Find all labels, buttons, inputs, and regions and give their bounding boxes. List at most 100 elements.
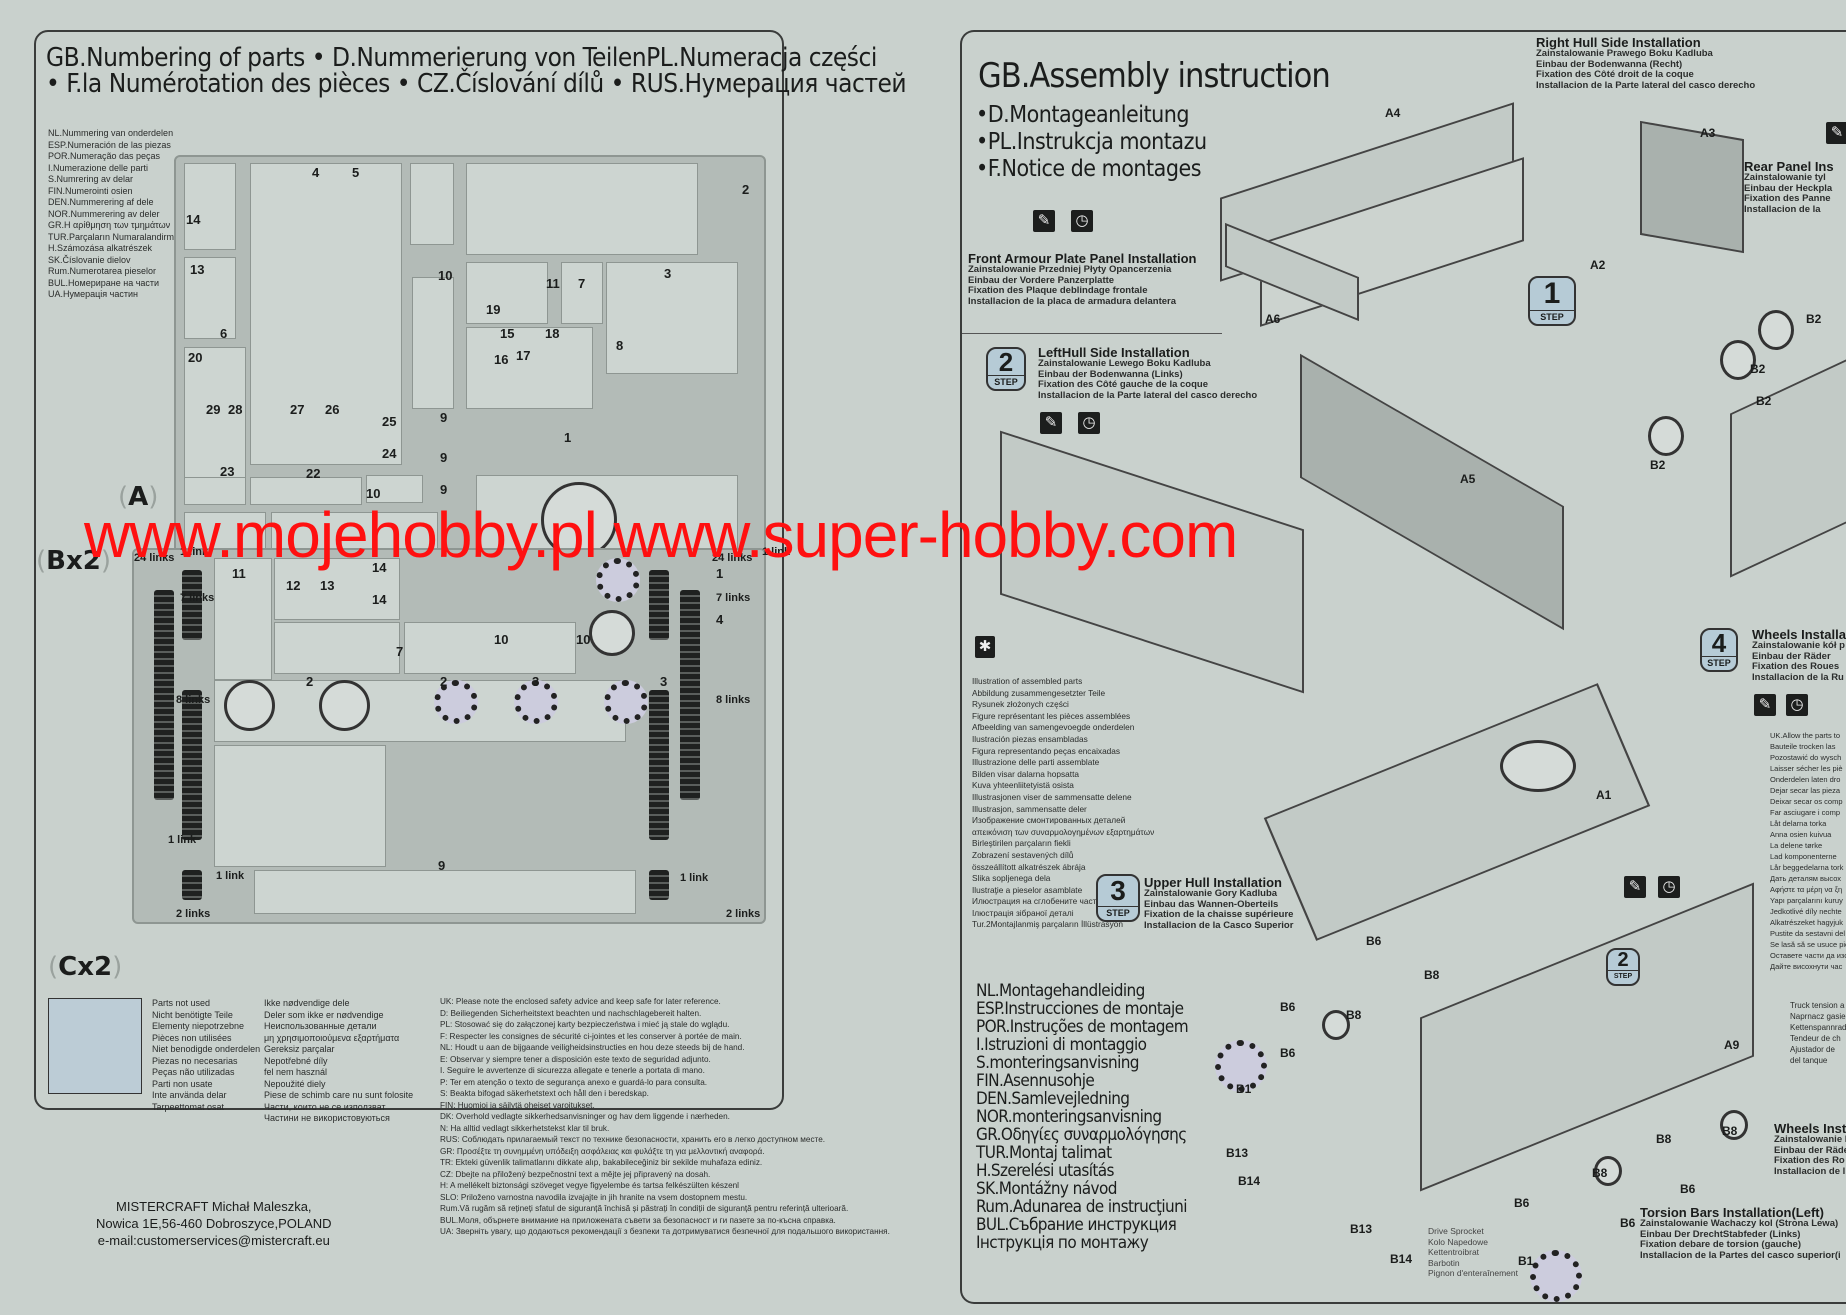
text-line: ESP.Instrucciones de montaje xyxy=(976,999,1184,1019)
sprue-c-clear-part xyxy=(48,998,142,1094)
text-line: Части, които не се използват xyxy=(264,1101,386,1112)
language-item: NL.Nummering van onderdelen xyxy=(48,128,174,138)
text-line: 3 xyxy=(1110,875,1126,906)
text-line: Dejar secar las pieza xyxy=(1770,786,1841,795)
safety-notes: UK: Please note the enclosed safety advi… xyxy=(440,996,890,1238)
part-label: B8 xyxy=(1592,1166,1608,1180)
text-line: Drive Sprocket xyxy=(1428,1226,1484,1236)
text-line: Pignon d'enteraînement xyxy=(1428,1268,1518,1278)
text-line: Дать деталям высох xyxy=(1770,874,1842,883)
text-line: Pustite da sestavni del xyxy=(1770,929,1846,938)
language-item: H.Számozása alkatrészek xyxy=(48,243,153,253)
glue-icon: ✎ xyxy=(1040,412,1062,434)
text-line: NL: Houdt u aan de bijgaande veiligheids… xyxy=(440,1043,745,1052)
part-label: B2 xyxy=(1650,458,1666,472)
text-line: Nowica 1E,56-460 Dobroszyce,POLAND xyxy=(96,1216,332,1231)
part-number: 6 xyxy=(220,326,228,341)
text-line: Bauteile trocken las xyxy=(1770,742,1836,751)
part-number: 14 xyxy=(372,592,387,607)
text-line: Kettenspannrad xyxy=(1790,1023,1846,1032)
part-number: 9 xyxy=(438,858,446,873)
part-label: B6 xyxy=(1280,1046,1296,1060)
part-number: 11 xyxy=(232,566,246,581)
text-line: Дайте висохнути час xyxy=(1770,962,1843,971)
part-number: 17 xyxy=(516,348,531,363)
right-hull-text: Right Hull Side Installation Zainstalowa… xyxy=(1536,36,1755,91)
text-line: NOR.monteringsanvisning xyxy=(976,1107,1162,1127)
text-line: •D.Montageanleitung xyxy=(976,102,1190,128)
text-line: POR.Instruções de montagem xyxy=(976,1017,1189,1037)
part-label: B2 xyxy=(1750,362,1766,376)
glue-icon: ✎ xyxy=(1754,694,1776,716)
part-number: 23 xyxy=(220,464,235,479)
text-line: I.Istruzioni di montaggio xyxy=(976,1035,1147,1055)
links-label: 1 link xyxy=(762,546,791,558)
text-line: Front Armour Plate Panel Installation xyxy=(968,251,1197,266)
text-line: Bx2 xyxy=(46,546,101,576)
text-line: Частини не використовуються xyxy=(264,1113,390,1123)
text-line: Изображение смонтированных деталей xyxy=(972,815,1126,826)
part-number: 5 xyxy=(352,165,360,180)
language-item: UA.Нумерація частин xyxy=(48,289,138,299)
links-label: 2 links xyxy=(726,908,761,920)
parts-title-line1: GB.Numbering of parts • D.Nummerierung v… xyxy=(46,43,877,73)
parts-numbering-panel xyxy=(34,30,784,1110)
part-number: 13 xyxy=(190,262,205,277)
part-number: 3 xyxy=(532,674,540,689)
text-line: La delene tørke xyxy=(1770,841,1823,850)
part-label: B13 xyxy=(1350,1222,1373,1236)
part-number: 7 xyxy=(578,276,586,291)
text-line: Fixation des Ro xyxy=(1774,1155,1845,1166)
text-line: Tur.2Montajlanmiş parçaların İllüstrasyo… xyxy=(972,919,1123,930)
text-line: Inte använda delar xyxy=(152,1090,227,1100)
part-number: 13 xyxy=(320,578,335,593)
text-line: Einbau Der DrechtStabfeder (Links) xyxy=(1640,1228,1801,1240)
part-label: B6 xyxy=(1366,934,1382,948)
text-line: Nicht benötigte Teile xyxy=(152,1009,233,1020)
torsion-bars-text: Torsion Bars Installation(Left) Zainstal… xyxy=(1640,1206,1841,1261)
text-line: Zainstalowanie kół p xyxy=(1752,640,1845,651)
text-line: Niet benodigde onderdelen xyxy=(152,1044,261,1054)
part-label: B2 xyxy=(1806,312,1822,326)
part-number: 9 xyxy=(440,450,448,465)
text-line: Illustrazione delle parti assemblate xyxy=(972,757,1100,768)
part-number: 1 xyxy=(564,430,572,445)
text-line: STEP xyxy=(988,375,1024,388)
part-number: 2 xyxy=(742,182,750,197)
text-line: Ajustador de xyxy=(1790,1045,1835,1054)
text-line: Илюстрация на сглобените части xyxy=(972,896,1102,907)
text-line: Einbau das Wannen-Oberteils xyxy=(1144,898,1279,910)
text-line: Zainstalowanie k xyxy=(1774,1134,1846,1145)
part-number: 22 xyxy=(306,466,321,481)
text-line: BUL.Моля, обърнете внимание на приложена… xyxy=(440,1215,836,1225)
part-number: 27 xyxy=(290,402,305,417)
assembled-parts-icon: ✱ xyxy=(975,636,995,658)
text-line: D: Beiliegenden Sicherheitstext beachten… xyxy=(440,1008,702,1018)
text-line: Upper Hull Installation xyxy=(1144,875,1282,890)
text-line: Slika sopljenega dela xyxy=(972,873,1051,884)
part-number: 25 xyxy=(382,414,397,429)
part-number: 7 xyxy=(396,644,404,659)
part-label: B1 xyxy=(1236,1082,1252,1096)
text-line: LeftHull Side Installation xyxy=(1038,345,1190,360)
text-line: Cx2 xyxy=(58,952,113,982)
text-line: Wheels Insta xyxy=(1774,1121,1846,1136)
divider-line xyxy=(962,333,1222,334)
part-number: 15 xyxy=(500,326,515,341)
part-number: 1 xyxy=(716,566,724,581)
text-line: Zainstalowanie Prawego Boku Kadluba xyxy=(1536,48,1713,59)
part-number: 4 xyxy=(716,612,724,627)
text-line: Αφήστε τα μέρη να ξη xyxy=(1770,885,1843,894)
text-line: Anna osien kuivua xyxy=(1770,830,1832,839)
text-line: Kettentroibrat xyxy=(1428,1247,1480,1257)
text-line: Zainstalowanie Gory Kadluba xyxy=(1144,888,1278,899)
part-label: B14 xyxy=(1390,1252,1413,1266)
text-line: NL.Montagehandleiding xyxy=(976,981,1145,1001)
part-number: 10 xyxy=(576,632,591,647)
